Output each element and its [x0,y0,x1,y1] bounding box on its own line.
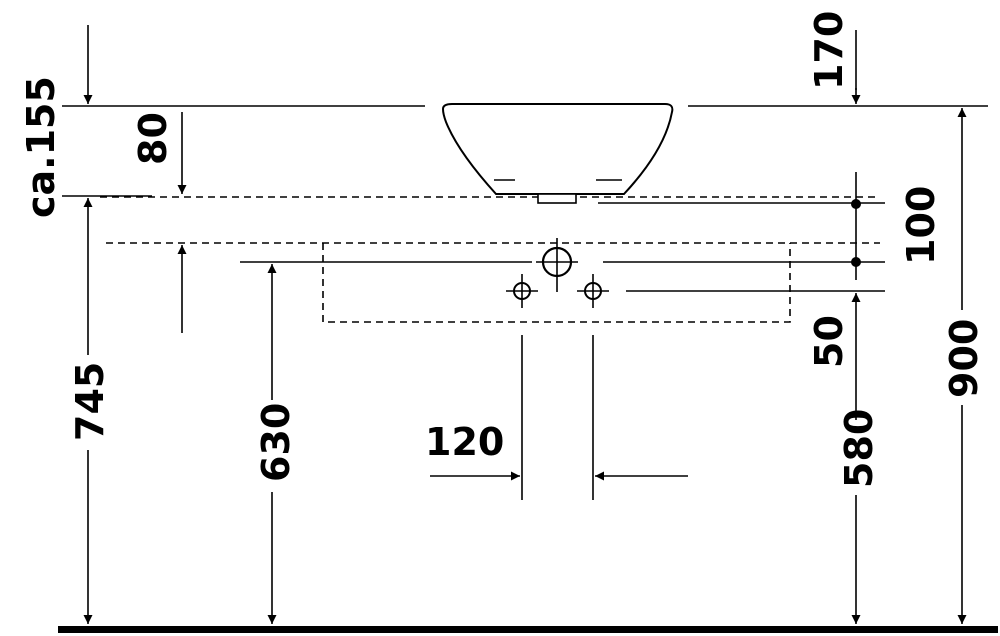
dim-745-label: 745 [68,362,112,441]
dim-80-label: 80 [131,112,175,165]
floor-line [58,626,998,633]
drain [537,193,577,204]
dim-900-label: 900 [942,319,986,398]
dim-100-label: 100 [899,186,943,265]
dim-50-label: 50 [807,315,851,368]
dim-100-dot-top [851,199,861,209]
dim-630-label: 630 [254,403,298,482]
dim-120-label: 120 [425,420,504,464]
dim-ca155-label: ca.155 [19,76,63,218]
dim-170-label: 170 [807,11,851,90]
vessel-basin [441,103,674,195]
dim-580-label: 580 [837,409,881,488]
cabinet-outline [322,243,791,323]
dim-100-dot-bottom [851,257,861,267]
